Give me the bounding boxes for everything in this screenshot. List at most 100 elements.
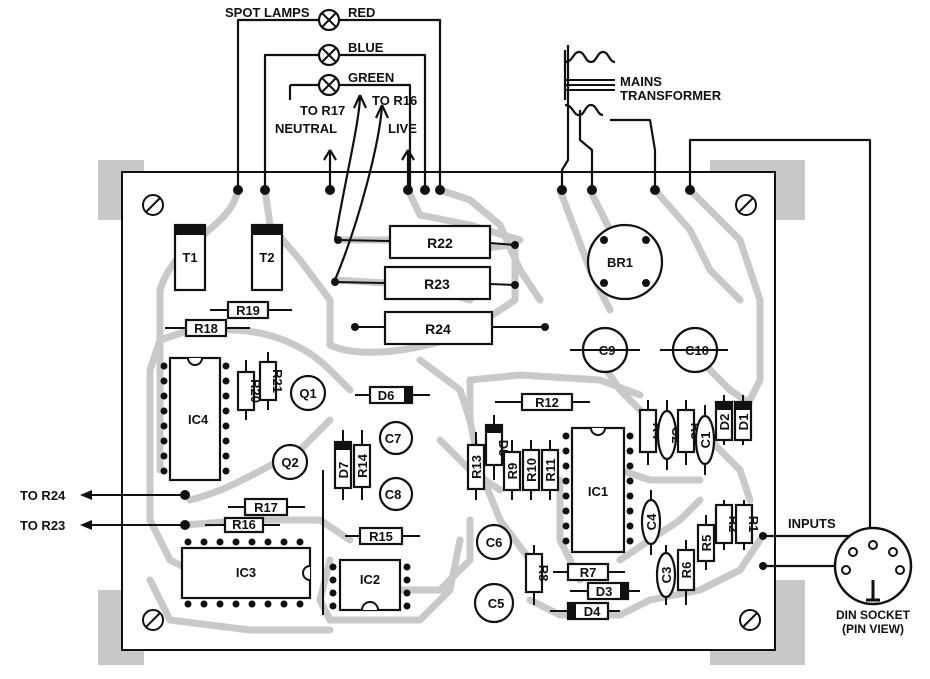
c3-label: C3 [659,567,674,584]
ic-pin-pad [280,600,288,608]
ic-pin-pad [160,437,168,445]
d7-label: D7 [336,462,351,479]
br1-label: BR1 [607,255,633,270]
resistor-r9: R9 [502,440,522,500]
r5-label: R5 [699,535,714,552]
r22-label: R22 [427,235,453,251]
spot-lamps-label: SPOT LAMPS [225,5,310,20]
blue-label: BLUE [348,40,384,55]
ic-pin-pad [626,447,634,455]
t2-label: T2 [259,250,274,265]
resistor-r18: R18 [165,318,250,338]
to-r24-label: TO R24 [20,488,66,503]
capacitor-c4: C4 [640,490,662,555]
lamp-green-icon [317,73,341,97]
bridge-rectifier-br1: BR1 [586,223,664,301]
ic-pin-pad [562,432,570,440]
capacitor-c8: C8 [378,476,414,512]
c4-label: C4 [644,513,659,530]
ic4-pins [160,362,230,475]
c7-label: C7 [385,431,402,446]
resistor-r19: R19 [210,300,292,320]
r13-label: R13 [469,455,484,479]
diode-d6: D6 [355,385,430,405]
triac-t1: T1 [173,223,207,292]
arrow-to-r23 [80,520,185,530]
ic-pin-pad [222,467,230,475]
ic-pin-pad [626,462,634,470]
ic2-chip: IC2 [338,558,402,612]
capacitor-c5: C5 [473,582,515,624]
ic-pin-pad [562,537,570,545]
resistor-r22: R22 [334,224,519,260]
ic-pin-pad [222,452,230,460]
ic-pin-pad [160,392,168,400]
to-r16-label: TO R16 [372,93,417,108]
c1-label: C1 [698,432,713,449]
ic-pin-pad [562,492,570,500]
ic1-label: IC1 [588,484,608,499]
ic-pin-pad [562,507,570,515]
r16-label: R16 [232,517,256,532]
c8-label: C8 [385,487,402,502]
mains-label: MAINS [620,74,662,89]
q1-label: Q1 [299,386,316,401]
ic-pin-pad [562,447,570,455]
diode-d3: D3 [570,581,640,601]
resistor-r24: R24 [351,310,549,346]
r7-label: R7 [580,565,597,580]
ic-pin-pad [562,462,570,470]
resistor-r6: R6 [676,540,696,605]
r23-label: R23 [424,276,450,292]
resistor-r21: R21 [258,352,285,410]
capacitor-c1: C1 [694,405,716,475]
resistor-r10: R10 [521,440,541,500]
resistor-r5: R5 [696,515,716,570]
capacitor-c10: C10 [660,326,728,374]
d2-label: D2 [717,414,732,431]
neutral-label: NEUTRAL [275,121,337,136]
c9-label: C9 [599,343,616,358]
resistor-r14: R14 [352,430,372,500]
ic-pin-pad [216,600,224,608]
ic-pin-pad [184,538,192,546]
pin-view-label: (PIN VIEW) [842,622,904,636]
ic-pin-pad [296,538,304,546]
din-socket-icon [833,526,913,606]
red-label: RED [348,5,375,20]
resistor-r7: R7 [553,562,625,582]
ic-pin-pad [626,537,634,545]
ic-pin-pad [160,452,168,460]
t1-label: T1 [182,250,197,265]
r18-label: R18 [194,321,218,336]
r6-label: R6 [679,562,694,579]
ic-pin-pad [184,600,192,608]
c5-label: C5 [488,596,505,611]
r9-label: R9 [505,463,520,480]
ic-pin-pad [160,407,168,415]
ic4-label: IC4 [188,412,209,427]
resistor-r11: R11 [540,440,560,500]
d3-label: D3 [596,584,613,599]
ic3-label: IC3 [236,565,256,580]
r11-label: R11 [543,458,558,481]
ic-pin-pad [222,377,230,385]
mains-transformer [560,45,657,190]
to-r23-label: TO R23 [20,518,65,533]
resistor-r13: R13 [466,432,486,500]
r1-label: R1 [746,516,761,533]
ic-pin-pad [248,538,256,546]
ic-pin-pad [296,600,304,608]
r14-label: R14 [355,453,370,478]
r10-label: R10 [524,458,539,482]
resistor-r16: R16 [205,516,280,534]
ic1-chip: IC1 [570,426,626,554]
ic-pin-pad [232,600,240,608]
d4-label: D4 [584,604,601,619]
ic-pin-pad [160,377,168,385]
ic-pin-pad [200,600,208,608]
edge-pads [180,185,695,530]
ic-pin-pad [264,538,272,546]
ic-pin-pad [222,407,230,415]
